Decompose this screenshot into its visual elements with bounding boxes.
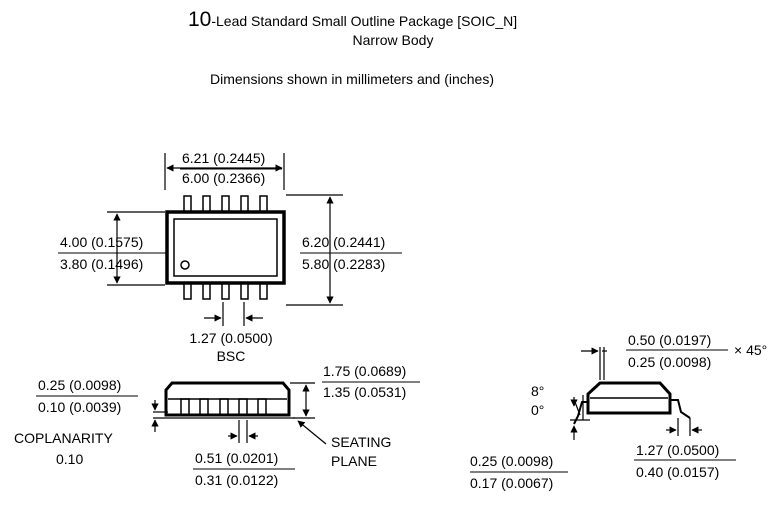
thickness-min-label: 0.17 (0.0067) xyxy=(470,475,554,491)
lead-count: 10 xyxy=(188,8,212,31)
width-max-label: 6.21 (0.2445) xyxy=(182,150,266,166)
foot-min-label: 0.40 (0.0157) xyxy=(636,464,720,480)
seating-plane-label-1: SEATING xyxy=(331,434,392,450)
end-view xyxy=(570,347,702,440)
seating-plane-label-2: PLANE xyxy=(331,453,377,469)
lead-angle-min-label: 0° xyxy=(531,402,545,418)
body-max-label: 4.00 (0.1575) xyxy=(60,234,144,250)
standoff-min-label: 0.10 (0.0039) xyxy=(38,399,122,415)
chamfer-min-label: 0.25 (0.0098) xyxy=(628,354,712,370)
thickness-max-label: 0.25 (0.0098) xyxy=(470,453,554,469)
coplanarity-label: COPLANARITY xyxy=(14,430,113,446)
right-lead xyxy=(670,399,691,419)
body-min-label: 3.80 (0.1496) xyxy=(60,256,144,272)
pitch-label: 1.27 (0.0500) xyxy=(189,330,273,346)
foot-max-label: 1.27 (0.0500) xyxy=(636,442,720,458)
span-min-label: 5.80 (0.2283) xyxy=(302,256,386,272)
upper-leads xyxy=(183,195,268,213)
side-view xyxy=(151,381,327,445)
title-text: -Lead Standard Small Outline Package [SO… xyxy=(211,13,518,29)
lead-width-min-label: 0.31 (0.0122) xyxy=(195,472,279,488)
chamfer-max-label: 0.50 (0.0197) xyxy=(628,332,712,348)
height-max-label: 1.75 (0.0689) xyxy=(323,363,407,379)
top-view xyxy=(107,153,343,326)
chamfer-angle-label: × 45° xyxy=(734,342,768,358)
height-min-label: 1.35 (0.0531) xyxy=(323,384,407,400)
end-body xyxy=(586,381,672,415)
width-min-label: 6.00 (0.2366) xyxy=(182,170,266,186)
pin1-marker xyxy=(180,260,190,270)
side-body xyxy=(164,381,291,417)
standoff-max-label: 0.25 (0.0098) xyxy=(38,377,122,393)
lower-leads xyxy=(183,282,268,300)
span-max-label: 6.20 (0.2441) xyxy=(302,234,386,250)
coplanarity-value: 0.10 xyxy=(56,451,84,467)
package-body xyxy=(165,210,286,285)
pitch-note: BSC xyxy=(216,348,246,364)
side-leads xyxy=(180,398,267,416)
package-title: 10-Lead Standard Small Outline Package [… xyxy=(188,8,517,32)
fraction-bars xyxy=(36,168,736,473)
units-note: Dimensions shown in millimeters and (inc… xyxy=(210,71,494,87)
lead-width-max-label: 0.51 (0.0201) xyxy=(195,450,279,466)
package-subtitle: Narrow Body xyxy=(352,32,434,48)
lead-angle-max-label: 8° xyxy=(531,383,545,399)
